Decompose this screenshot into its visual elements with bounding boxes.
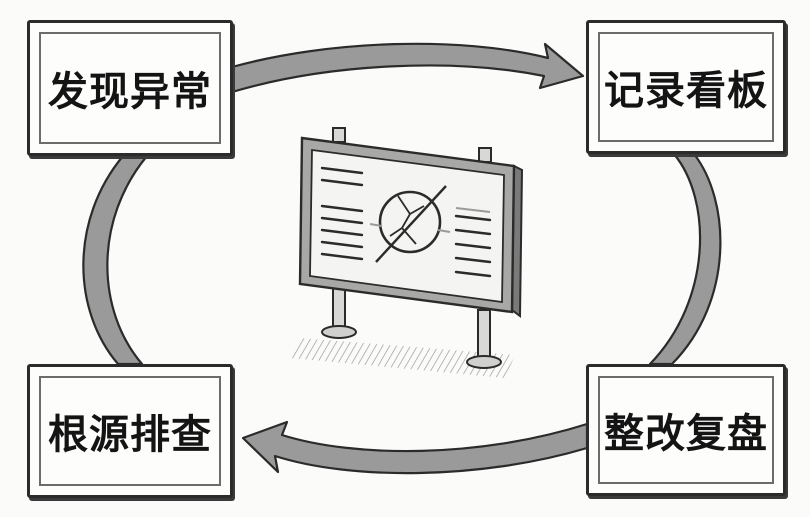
step-label-record: 记录看板	[604, 68, 768, 114]
step-card-frame: 发现异常	[39, 32, 221, 144]
step-card-record: 记录看板	[586, 20, 786, 154]
signboard-icon	[290, 127, 524, 378]
arrow-right	[648, 152, 722, 366]
arrow-left	[82, 154, 149, 366]
arrow-bottom	[241, 420, 589, 475]
step-card-review: 整改复盘	[586, 364, 786, 496]
step-card-frame: 记录看板	[598, 32, 774, 142]
step-card-investigate: 根源排查	[27, 364, 233, 498]
step-card-discover: 发现异常	[27, 20, 233, 156]
step-label-discover: 发现异常	[48, 69, 212, 115]
step-card-frame: 根源排查	[39, 376, 221, 486]
step-card-frame: 整改复盘	[598, 376, 774, 484]
arrow-top	[230, 42, 585, 94]
step-label-review: 整改复盘	[604, 411, 768, 457]
step-label-investigate: 根源排查	[48, 412, 212, 458]
